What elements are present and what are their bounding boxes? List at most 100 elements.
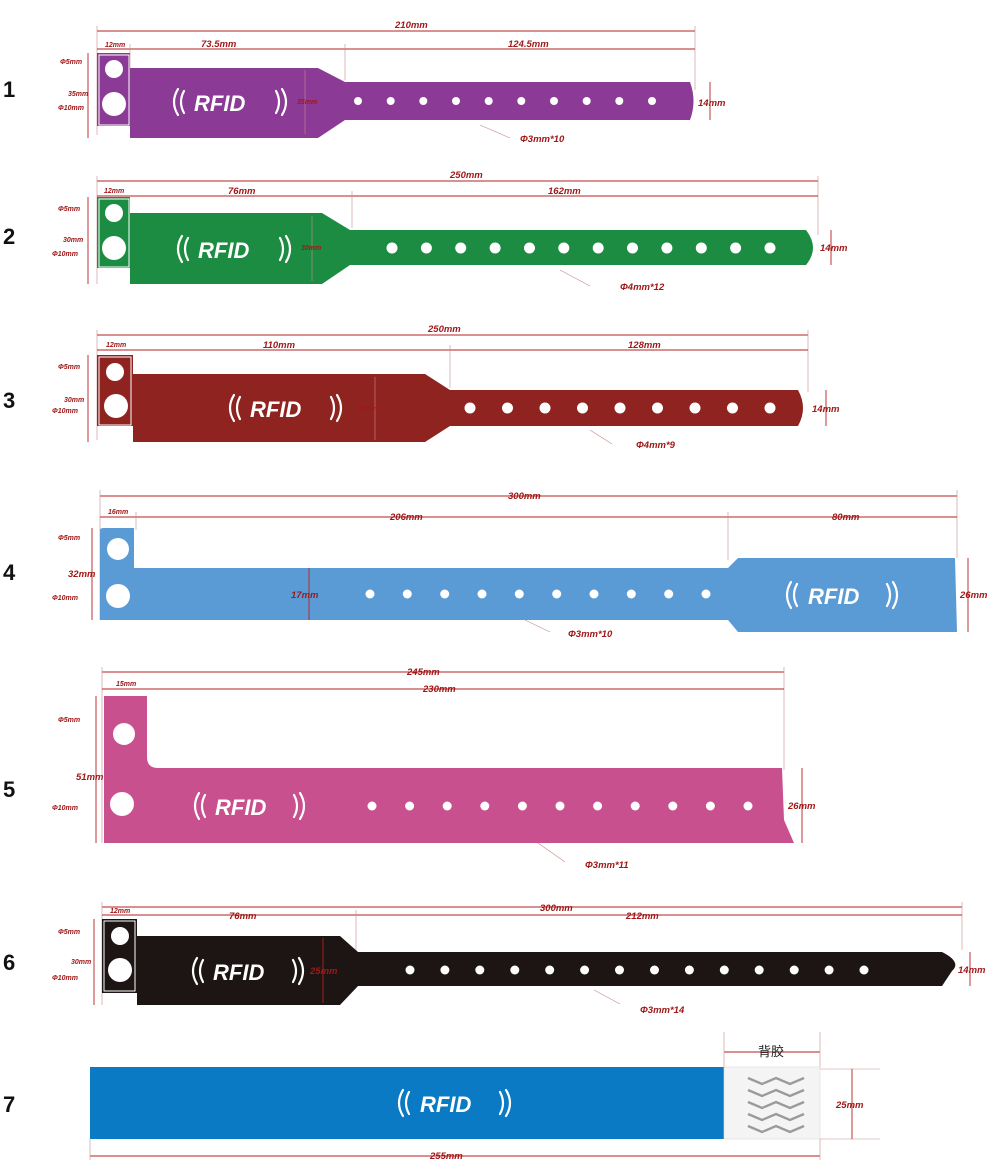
band-5-logo: RFID bbox=[215, 795, 266, 820]
band-1-total-length: 210mm bbox=[394, 20, 428, 31]
band-2-number: 2 bbox=[3, 224, 15, 249]
band-7-glue-label: 背胶 bbox=[758, 1044, 784, 1059]
band-1-tab-width: 12mm bbox=[105, 42, 125, 49]
strap-hole bbox=[455, 242, 467, 254]
band-4-big-hole bbox=[106, 584, 130, 608]
band-2-head-inner-height: 30mm bbox=[301, 245, 321, 252]
band-4-strap-holes bbox=[365, 589, 711, 599]
band-5-body bbox=[104, 696, 794, 843]
band-6-small-hole-label: Φ5mm bbox=[58, 929, 80, 936]
strap-hole bbox=[545, 965, 555, 975]
band-3-big-hole bbox=[104, 394, 128, 418]
band-6-tab-outline bbox=[103, 920, 136, 992]
band-6-holes-label: Φ3mm*14 bbox=[640, 1005, 685, 1016]
strap-hole bbox=[419, 97, 428, 105]
band-2-rfid-wave-left bbox=[176, 234, 190, 264]
band-4-strap-length: 206mm bbox=[389, 512, 423, 523]
band-1-head-height: 35mm bbox=[68, 91, 88, 98]
strap-hole bbox=[365, 589, 375, 599]
band-1-number: 1 bbox=[3, 77, 15, 102]
band-2-tab-outline bbox=[98, 198, 130, 268]
strap-hole bbox=[555, 801, 565, 811]
band-6-rfid-wave-left bbox=[191, 956, 205, 986]
strap-hole bbox=[650, 965, 659, 975]
band-2-holes-label: Φ4mm*12 bbox=[620, 282, 665, 293]
strap-hole bbox=[589, 589, 599, 599]
band-3-head-height: 30mm bbox=[64, 397, 84, 404]
band-6-total-length: 300mm bbox=[540, 903, 573, 914]
band-1-small-hole-label: Φ5mm bbox=[60, 59, 82, 66]
band-3-number: 3 bbox=[3, 388, 15, 413]
band-3: 3 250mm 12mm 110mm 128mm Φ5mm Φ10mm 30mm… bbox=[3, 324, 840, 451]
band-6-body bbox=[102, 919, 956, 1005]
strap-hole bbox=[661, 242, 673, 254]
strap-hole bbox=[648, 97, 656, 105]
band-6-head-inner-height: 25mm bbox=[309, 966, 338, 977]
band-5-tab-height: 51mm bbox=[76, 772, 104, 783]
band-6-small-hole bbox=[111, 927, 129, 945]
strap-hole bbox=[627, 242, 638, 254]
band-4-head-height: 26mm bbox=[959, 590, 988, 601]
band-3-small-hole bbox=[106, 363, 124, 381]
band-1-strap-length: 124.5mm bbox=[508, 39, 549, 50]
band-1-tab-outline bbox=[98, 54, 130, 126]
strap-hole bbox=[552, 589, 562, 599]
band-4-logo: RFID bbox=[808, 584, 859, 609]
band-6: 6 300mm 12mm 76mm 212mm Φ5mm Φ10mm 30mm … bbox=[3, 902, 986, 1016]
band-3-tab-outline bbox=[98, 356, 132, 426]
band-2-total-length: 250mm bbox=[449, 170, 483, 181]
band-5-total-length: 245mm bbox=[406, 667, 440, 678]
band-3-rfid-wave-left bbox=[228, 393, 242, 423]
strap-hole bbox=[386, 242, 398, 254]
band-3-big-hole-label: Φ10mm bbox=[52, 408, 78, 415]
strap-hole bbox=[695, 242, 707, 254]
band-2-small-hole bbox=[105, 204, 123, 222]
strap-hole bbox=[440, 965, 450, 975]
band-1-head-length: 73.5mm bbox=[201, 39, 237, 50]
band-2-body bbox=[97, 197, 813, 284]
strap-hole bbox=[489, 242, 501, 254]
band-2-tab-width: 12mm bbox=[104, 188, 124, 195]
band-2-strap-length: 162mm bbox=[548, 186, 581, 197]
strap-hole bbox=[859, 965, 869, 975]
band-7-total-length: 255mm bbox=[429, 1151, 463, 1162]
strap-hole bbox=[615, 97, 624, 105]
strap-hole bbox=[420, 242, 432, 254]
band-2-head-height: 30mm bbox=[63, 237, 83, 244]
band-4-body bbox=[100, 528, 957, 632]
band-4-rfid-wave-left bbox=[785, 580, 799, 610]
strap-hole bbox=[550, 97, 558, 105]
strap-hole bbox=[615, 965, 624, 975]
band-5-small-hole bbox=[113, 723, 135, 745]
strap-hole bbox=[730, 242, 742, 254]
band-6-leader-line bbox=[593, 989, 621, 1005]
band-7-rfid-wave-left bbox=[397, 1088, 411, 1118]
band-4-strap-height: 17mm bbox=[291, 590, 319, 601]
strap-hole bbox=[480, 801, 490, 811]
strap-hole bbox=[477, 589, 487, 599]
strap-hole bbox=[402, 589, 412, 599]
band-5-small-hole-label: Φ5mm bbox=[58, 717, 80, 724]
strap-hole bbox=[354, 97, 362, 105]
band-6-big-hole-label: Φ10mm bbox=[52, 975, 78, 982]
band-4-tab-height: 32mm bbox=[68, 569, 96, 580]
band-6-rfid-wave-right bbox=[291, 956, 305, 986]
strap-hole bbox=[440, 589, 450, 599]
band-6-head-length: 76mm bbox=[229, 911, 257, 922]
strap-hole bbox=[367, 801, 377, 811]
band-6-head-height: 30mm bbox=[71, 959, 91, 966]
strap-hole bbox=[580, 965, 590, 975]
band-4-head-length: 80mm bbox=[832, 512, 860, 523]
band-7-rfid-wave-right bbox=[498, 1088, 512, 1118]
strap-hole bbox=[514, 589, 524, 599]
band-2-rfid-wave-right bbox=[278, 234, 292, 264]
band-3-total-length: 250mm bbox=[427, 324, 461, 335]
band-5-strap-holes bbox=[367, 801, 753, 811]
strap-hole bbox=[743, 801, 753, 811]
band-4-small-hole-label: Φ5mm bbox=[58, 535, 80, 542]
strap-hole bbox=[705, 801, 715, 811]
band-7-number: 7 bbox=[3, 1092, 15, 1117]
band-6-tab-width: 12mm bbox=[110, 908, 130, 915]
